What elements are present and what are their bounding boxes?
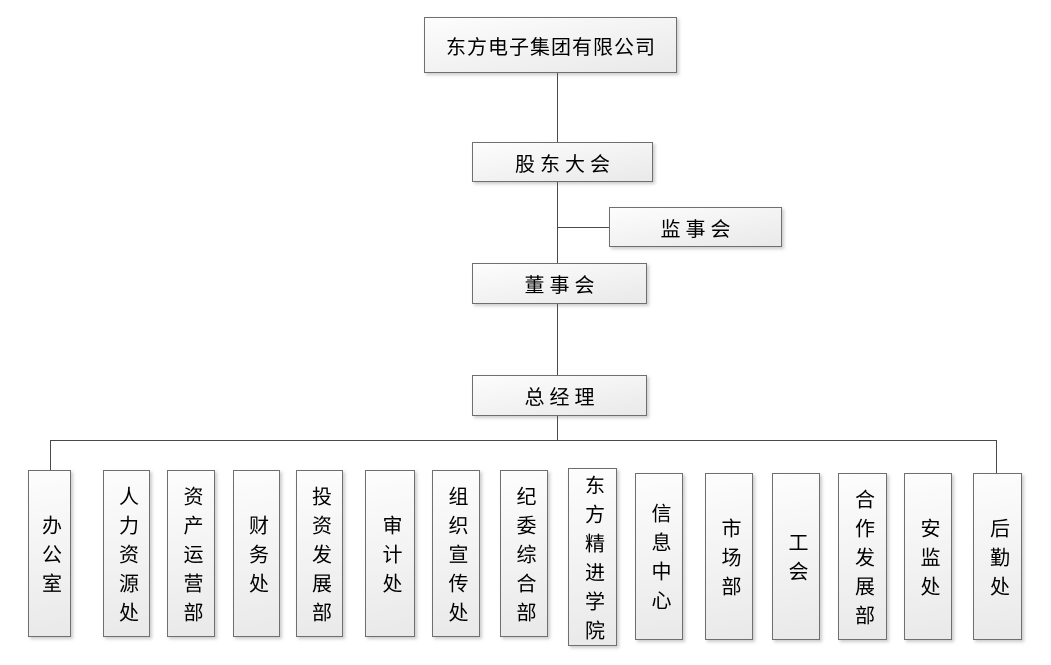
dept-label-human-resources: 人力资源处 [115,485,138,631]
dept-box-finance: 财务处 [233,470,280,637]
node-company: 东方电子集团有限公司 [424,17,677,73]
dept-box-cooperation-development: 合作发展部 [838,473,887,640]
dept-label-cooperation-development: 合作发展部 [851,488,874,634]
dept-box-organization-publicity: 组织宣传处 [432,470,480,637]
dept-label-discipline-inspection: 纪委综合部 [513,485,535,631]
dept-box-dongfang-jingjin-academy: 东方精进学院 [568,468,617,649]
node-shareholders-meeting: 股东大会 [472,142,653,182]
connector-board-to-gm [557,304,558,375]
connector-shareholders-to-board [557,182,558,263]
dept-box-audit: 审计处 [365,470,415,637]
dept-box-marketing: 市场部 [705,473,753,640]
dept-box-labor-union: 工会 [772,473,820,640]
node-supervisory-board-label: 监事会 [660,218,736,241]
node-board-of-directors-label: 董事会 [524,275,600,297]
connector-left-drop [50,440,51,470]
dept-box-safety-supervision: 安监处 [904,473,952,640]
dept-label-marketing: 市场部 [718,517,740,605]
dept-label-asset-operations: 资产运营部 [180,485,202,631]
dept-label-dongfang-jingjin-academy: 东方精进学院 [581,474,604,649]
dept-box-logistics: 后勤处 [973,473,1022,640]
connector-right-drop [996,440,997,473]
dept-label-logistics: 后勤处 [986,517,1009,605]
dept-label-information-center: 信息中心 [648,503,670,619]
dept-box-discipline-inspection: 纪委综合部 [500,470,548,637]
connector-gm-to-distribution [557,416,558,441]
node-general-manager: 总经理 [472,375,647,416]
connector-company-to-shareholders [557,73,558,142]
dept-label-organization-publicity: 组织宣传处 [445,485,467,631]
dept-box-investment-development: 投资发展部 [296,470,343,637]
dept-label-safety-supervision: 安监处 [917,517,939,605]
dept-box-asset-operations: 资产运营部 [167,470,215,637]
dept-label-audit: 审计处 [379,514,401,602]
connector-stub-supervisory [557,227,609,228]
dept-box-human-resources: 人力资源处 [103,470,150,637]
dept-label-finance: 财务处 [245,514,268,602]
dept-box-information-center: 信息中心 [635,473,683,640]
dept-label-labor-union: 工会 [785,532,807,590]
node-board-of-directors: 董事会 [472,263,647,304]
node-company-label: 东方电子集团有限公司 [446,36,656,59]
node-supervisory-board: 监事会 [609,207,782,247]
node-shareholders-meeting-label: 股东大会 [515,153,615,176]
connector-distribution-line [50,440,997,441]
dept-box-office: 办公室 [28,470,71,637]
dept-label-office: 办公室 [38,514,61,602]
dept-label-investment-development: 投资发展部 [308,485,331,631]
node-general-manager-label: 总经理 [524,387,600,409]
